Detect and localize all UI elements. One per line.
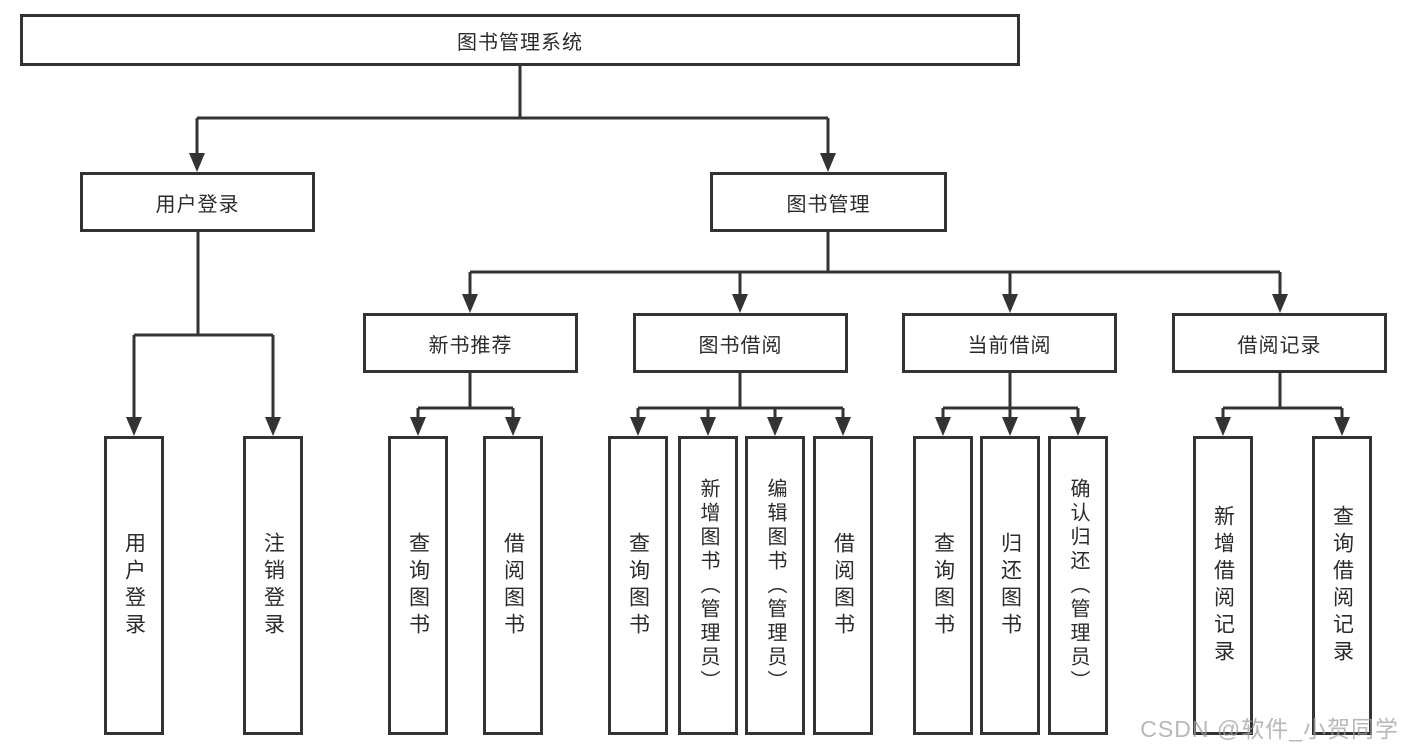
leaf-confirm-return-admin: 确认归还（管理员） [1048, 436, 1108, 735]
node-label: 当前借阅 [967, 334, 1052, 357]
node-label: 图书借阅 [698, 334, 783, 357]
leaf-user-login: 用户登录 [104, 436, 164, 735]
node-label: 新增借阅记录 [1211, 504, 1235, 667]
node-label: 用户登录 [155, 193, 240, 216]
leaf-query-books-borrow: 查询图书 [608, 436, 668, 735]
leaf-query-books-recommend: 查询图书 [388, 436, 448, 735]
node-library-management-system: 图书管理系统 [20, 14, 1020, 66]
leaf-return-book: 归还图书 [980, 436, 1040, 735]
node-label: 图书管理 [786, 193, 871, 216]
node-label: 借阅图书 [831, 531, 855, 640]
node-label: 查询图书 [931, 531, 955, 640]
node-label: 归还图书 [998, 531, 1022, 640]
leaf-borrow-books-recommend: 借阅图书 [483, 436, 543, 735]
csdn-watermark: CSDN @软件_小贺同学 [1140, 716, 1399, 742]
node-current-borrow: 当前借阅 [902, 313, 1117, 373]
node-label: 查询图书 [626, 531, 650, 640]
node-label: 新增图书（管理员） [697, 477, 719, 694]
node-user-login: 用户登录 [80, 172, 315, 232]
node-book-management: 图书管理 [710, 172, 947, 232]
node-new-book-recommend: 新书推荐 [363, 313, 578, 373]
leaf-edit-book-admin: 编辑图书（管理员） [745, 436, 805, 735]
node-label: 借阅记录 [1237, 334, 1322, 357]
node-label: 查询借阅记录 [1330, 504, 1354, 667]
leaf-borrow-books: 借阅图书 [813, 436, 873, 735]
node-label: 注销登录 [261, 531, 285, 640]
leaf-query-books-current: 查询图书 [913, 436, 973, 735]
leaf-add-book-admin: 新增图书（管理员） [678, 436, 738, 735]
leaf-add-borrow-record: 新增借阅记录 [1193, 436, 1253, 735]
node-book-borrow: 图书借阅 [633, 313, 848, 373]
leaf-logout-login: 注销登录 [243, 436, 303, 735]
node-label: 查询图书 [406, 531, 430, 640]
node-label: 借阅图书 [501, 531, 525, 640]
node-label: 图书管理系统 [457, 31, 583, 54]
node-label: 编辑图书（管理员） [764, 477, 786, 694]
node-borrow-records: 借阅记录 [1172, 313, 1387, 373]
leaf-query-borrow-record: 查询借阅记录 [1312, 436, 1372, 735]
node-label: 新书推荐 [428, 334, 513, 357]
node-label: 确认归还（管理员） [1067, 477, 1089, 694]
node-label: 用户登录 [122, 531, 146, 640]
